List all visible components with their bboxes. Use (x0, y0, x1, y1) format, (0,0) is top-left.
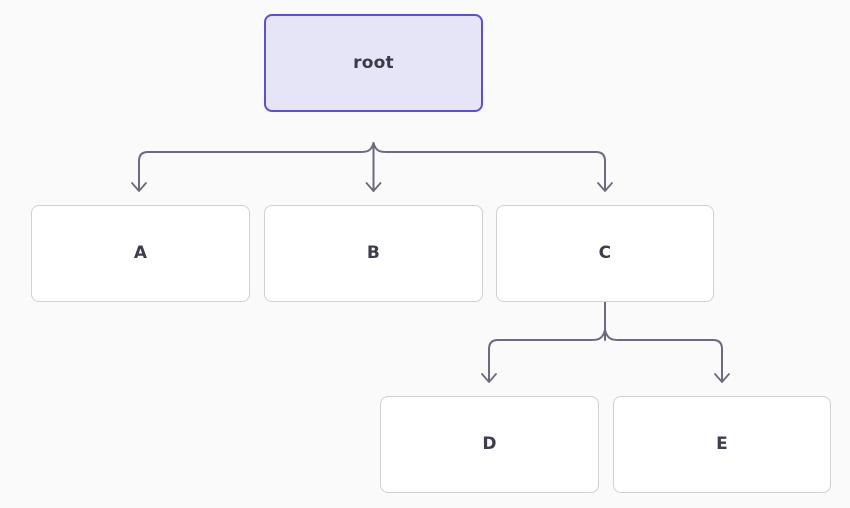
edge-C-to-E (604, 329, 723, 381)
node-c[interactable]: C (496, 205, 714, 302)
edge-root-to-C (372, 142, 606, 190)
node-a[interactable]: A (31, 205, 250, 302)
arrowhead-B (365, 182, 382, 192)
node-b-label: B (366, 243, 381, 263)
edge-C-to-D (488, 329, 606, 381)
node-d-label: D (482, 434, 497, 454)
node-root-label: root (353, 52, 394, 73)
arrowhead-E (714, 373, 730, 383)
node-root[interactable]: root (264, 14, 483, 112)
edge-root-to-A (138, 142, 375, 190)
arrowhead-A (131, 182, 147, 192)
node-d[interactable]: D (380, 396, 599, 493)
node-b[interactable]: B (264, 205, 483, 302)
node-e-label: E (716, 434, 728, 454)
node-c-label: C (598, 243, 612, 263)
arrowhead-C (597, 182, 613, 192)
node-e[interactable]: E (613, 396, 831, 493)
arrowhead-D (481, 373, 497, 383)
node-a-label: A (133, 243, 148, 263)
